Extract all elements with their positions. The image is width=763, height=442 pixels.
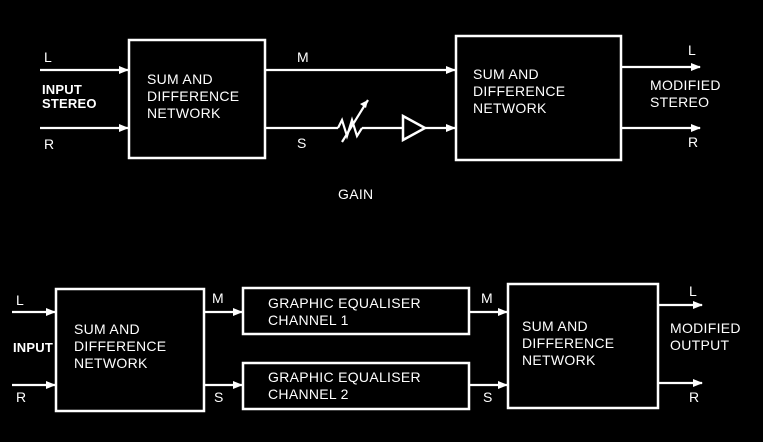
- bottom-sum-diff-1-line3: NETWORK: [74, 355, 148, 371]
- top-input-label-1: INPUT: [42, 82, 82, 97]
- top-sum-diff-network-1: [127, 38, 267, 160]
- top-output-label-1: MODIFIED: [650, 77, 721, 93]
- graphic-equaliser-channel-2: [241, 361, 471, 411]
- top-output-label-2: STEREO: [650, 94, 709, 110]
- bottom-output-label-1: MODIFIED: [670, 320, 741, 336]
- gain-resistor-arrow-icon: [341, 99, 369, 143]
- gain-label: GAIN: [338, 186, 373, 202]
- bottom-sum-diff-1-line1: SUM AND: [74, 321, 140, 337]
- bottom-sum-diff-network-2: [506, 282, 660, 410]
- bottom-sum-diff-2-line3: NETWORK: [522, 352, 596, 368]
- bottom-input-label: INPUT: [13, 340, 53, 355]
- bottom-sum-diff-network-1: [54, 287, 206, 413]
- amplifier-icon: [401, 113, 428, 143]
- top-sum-diff-network-2: [454, 34, 623, 162]
- bottom-m-label-in: M: [212, 290, 224, 306]
- eq1-line2: CHANNEL 1: [268, 312, 349, 328]
- top-diagram: L R INPUT STEREO SUM AND DIFFERENCE NETW…: [40, 34, 721, 202]
- top-s-label: S: [297, 135, 307, 151]
- top-input-r-label: R: [44, 136, 54, 152]
- bottom-s-label-in: S: [214, 389, 224, 405]
- top-input-l-label: L: [44, 49, 52, 65]
- bottom-sum-diff-2-line1: SUM AND: [522, 318, 588, 334]
- bottom-s-label-out: S: [483, 389, 493, 405]
- top-output-r-label: R: [688, 134, 698, 150]
- bottom-sum-diff-2-line2: DIFFERENCE: [522, 335, 614, 351]
- top-sum-diff-1-line2: DIFFERENCE: [147, 88, 239, 104]
- top-output-l-label: L: [688, 42, 696, 58]
- bottom-m-label-out: M: [481, 290, 493, 306]
- graphic-equaliser-channel-1: [241, 286, 471, 336]
- top-sum-diff-2-line1: SUM AND: [473, 66, 539, 82]
- bottom-input-r-label: R: [16, 389, 26, 405]
- eq1-line1: GRAPHIC EQUALISER: [268, 295, 421, 311]
- bottom-diagram: L R INPUT SUM AND DIFFERENCE NETWORK M S…: [12, 282, 741, 413]
- top-input-label-2: STEREO: [42, 96, 97, 111]
- top-sum-diff-1-line1: SUM AND: [147, 71, 213, 87]
- top-sum-diff-2-line2: DIFFERENCE: [473, 83, 565, 99]
- top-m-label: M: [297, 49, 309, 65]
- bottom-output-l-label: L: [689, 283, 697, 299]
- top-sum-diff-1-line3: NETWORK: [147, 105, 221, 121]
- top-sum-diff-2-line3: NETWORK: [473, 100, 547, 116]
- eq2-line1: GRAPHIC EQUALISER: [268, 369, 421, 385]
- gain-resistor-arrowhead-icon: [360, 100, 368, 108]
- bottom-output-r-label: R: [689, 389, 699, 405]
- bottom-input-l-label: L: [16, 292, 24, 308]
- bottom-sum-diff-1-line2: DIFFERENCE: [74, 338, 166, 354]
- bottom-output-label-2: OUTPUT: [670, 337, 729, 353]
- eq2-line2: CHANNEL 2: [268, 386, 349, 402]
